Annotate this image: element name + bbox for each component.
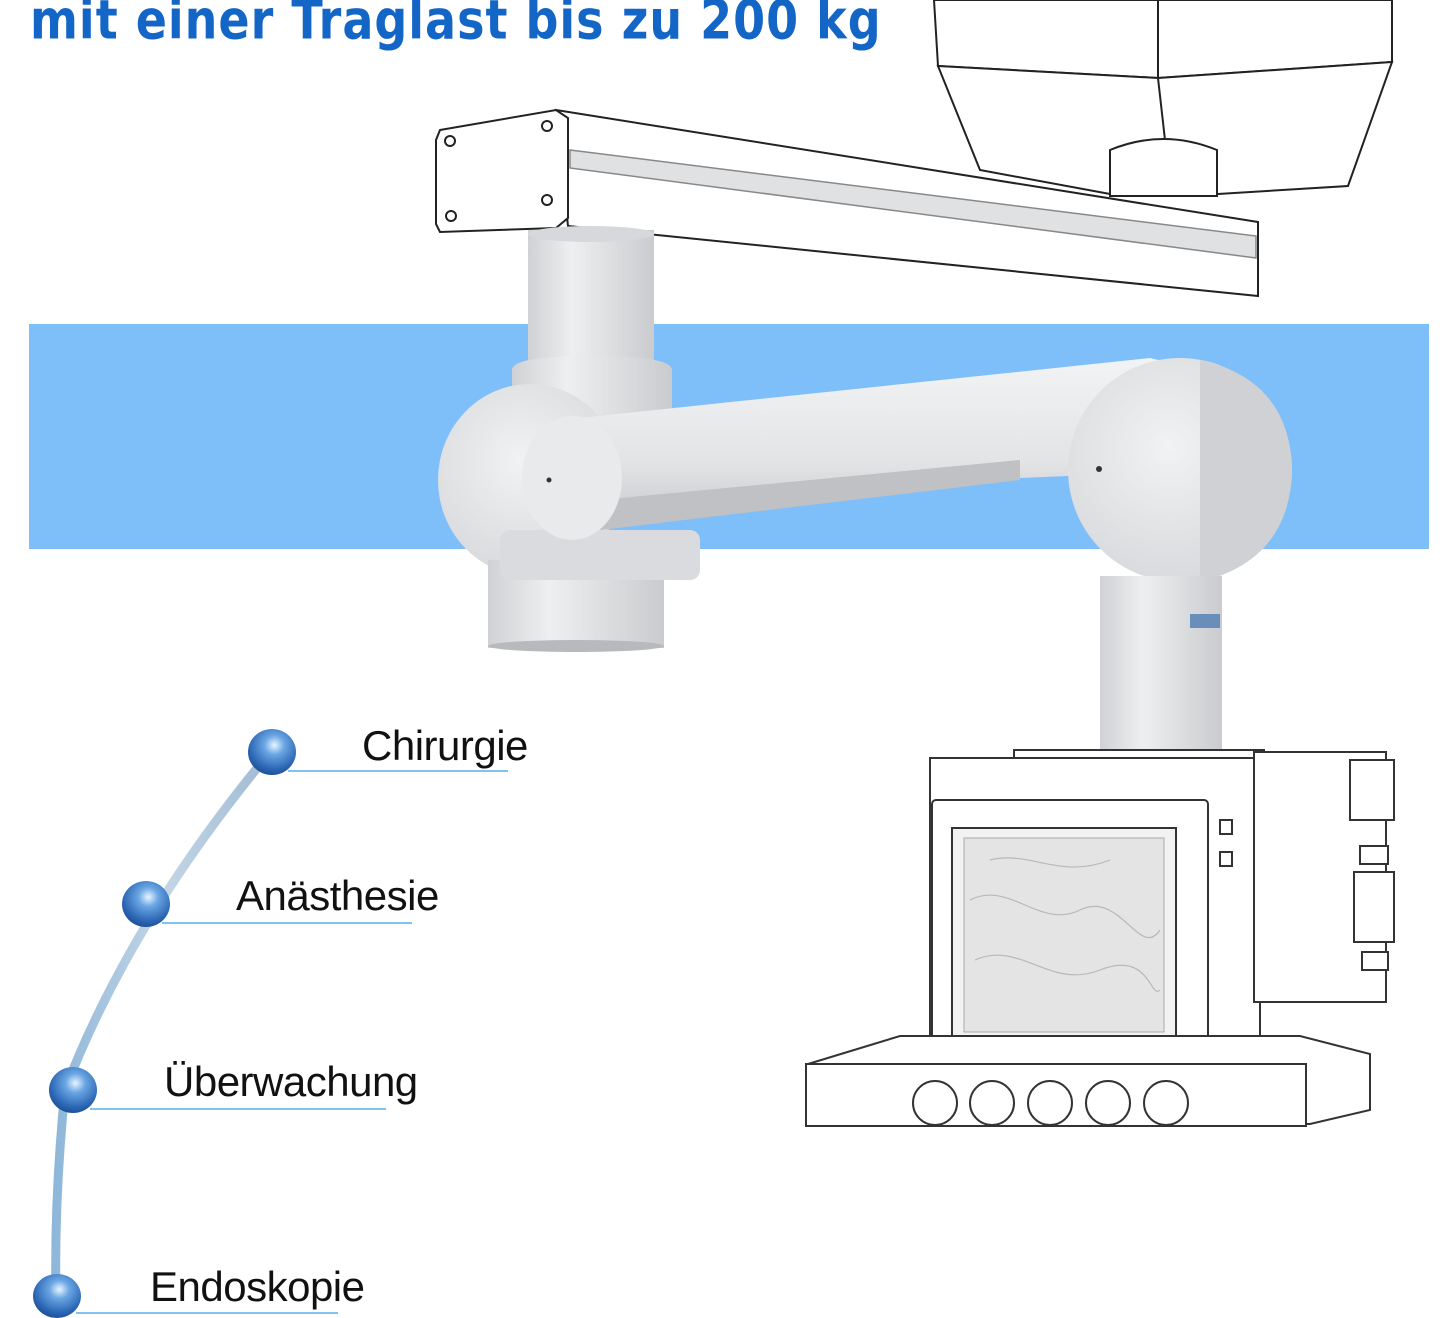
lower-column <box>1100 576 1222 754</box>
menu-item-label[interactable]: Endoskopie <box>150 1263 365 1310</box>
ceiling-rail <box>435 108 1259 298</box>
sphere-bullet-icon[interactable] <box>122 881 170 927</box>
sphere-bullet-icon[interactable] <box>33 1274 81 1318</box>
supply-unit <box>805 749 1395 1127</box>
menu-item-label[interactable]: Anästhesie <box>236 872 439 919</box>
menu-item-label[interactable]: Überwachung <box>164 1058 418 1105</box>
menu-underline <box>76 1312 338 1314</box>
headline: mit einer Traglast bis zu 200 kg <box>30 0 882 52</box>
menu-underline <box>90 1108 386 1110</box>
menu-underline <box>288 770 508 772</box>
navigation-guide <box>51 745 277 1300</box>
ceiling-housing <box>932 0 1394 197</box>
menu-item-label[interactable]: Chirurgie <box>362 722 528 769</box>
support-arm <box>522 358 1210 540</box>
sphere-bullet-icon[interactable] <box>248 729 296 775</box>
sphere-bullet-icon[interactable] <box>49 1067 97 1113</box>
right-joint <box>1068 358 1292 582</box>
menu-underline <box>162 922 412 924</box>
